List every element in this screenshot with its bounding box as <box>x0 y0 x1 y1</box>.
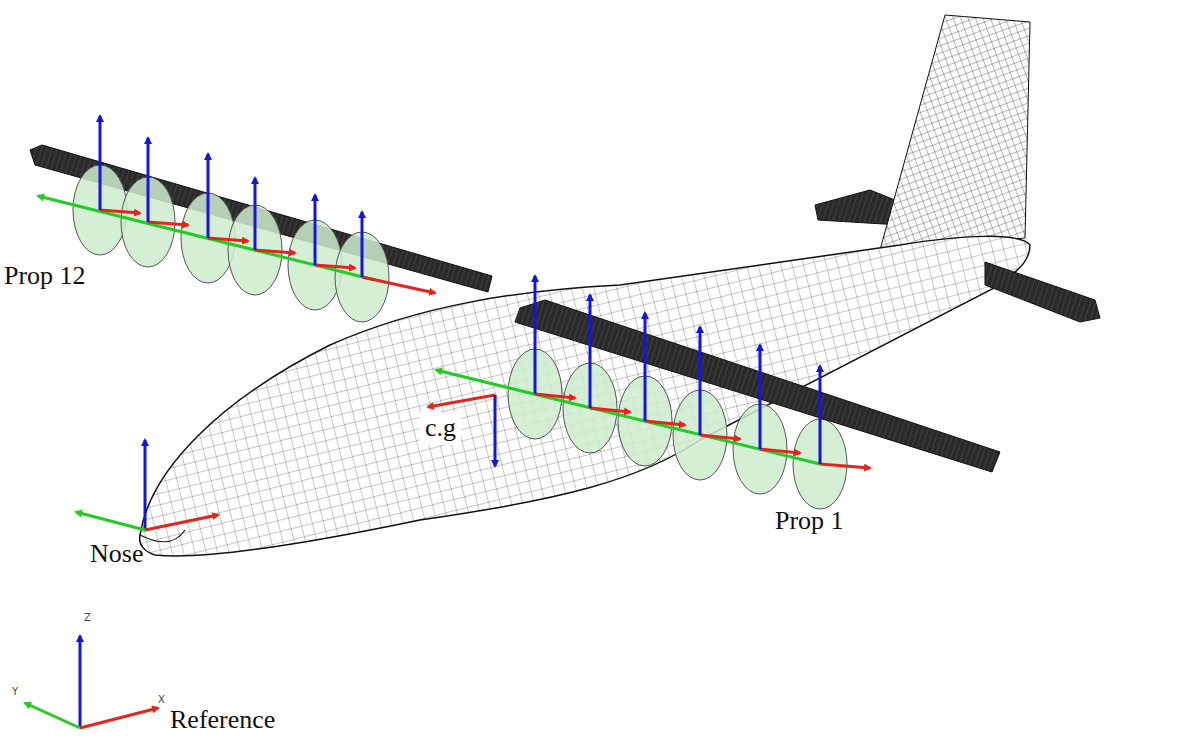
reference-label: Reference <box>170 706 275 735</box>
axis-letter: Z <box>84 612 91 623</box>
fuselage <box>140 236 1030 556</box>
right-wing <box>515 300 1000 472</box>
axis-letter: X <box>158 694 165 705</box>
prop-label: Prop 12 <box>4 262 86 291</box>
vertical-tail <box>880 15 1030 250</box>
nose-label: Nose <box>90 540 143 569</box>
prop-axes-right <box>436 276 870 468</box>
prop-axes-left <box>38 116 435 293</box>
axis-letter: Y <box>12 686 18 697</box>
horizontal-tail <box>815 190 900 225</box>
nose-axes <box>76 440 218 530</box>
reference-axes <box>25 636 158 728</box>
horizontal-tail <box>985 262 1100 322</box>
prop-label: Prop 1 <box>775 507 844 536</box>
cg-label: c.g <box>420 412 461 445</box>
